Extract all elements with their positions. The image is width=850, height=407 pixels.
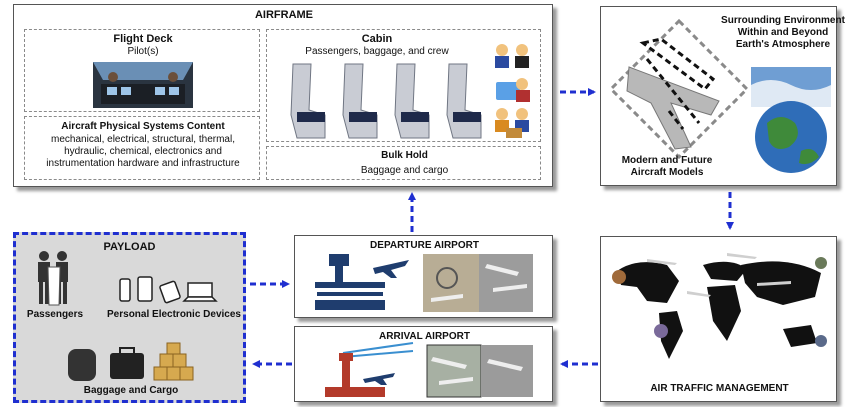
airframe-box: AIRFRAME Flight Deck Pilot(s) Aircraft P… xyxy=(13,4,553,187)
cabin-subtitle: Passengers, baggage, and crew xyxy=(305,46,449,57)
environment-line-2: Within and Beyond xyxy=(737,27,829,38)
physical-systems-panel: Aircraft Physical Systems Content mechan… xyxy=(24,116,260,180)
passengers-label: Passengers xyxy=(26,309,84,320)
departure-terminal-icon xyxy=(315,254,409,310)
cabin-seats-image xyxy=(290,63,482,139)
environment-line-1: Surrounding Environment xyxy=(721,15,845,26)
arrival-terminal-icon xyxy=(325,342,414,397)
passengers-icon xyxy=(38,251,68,306)
physical-systems-line-3: instrumentation hardware and infrastruct… xyxy=(46,158,240,169)
baggage-label: Baggage and Cargo xyxy=(83,385,179,396)
departure-airport-box: DEPARTURE AIRPORT xyxy=(294,235,553,318)
bulk-hold-title: Bulk Hold xyxy=(381,150,428,161)
departure-apron-photos xyxy=(423,254,533,312)
baggage-icons xyxy=(68,342,194,381)
airframe-title: AIRFRAME xyxy=(254,9,314,21)
aircraft-models-line-1: Modern and Future xyxy=(621,155,713,166)
bulk-hold-panel: Bulk Hold Baggage and cargo xyxy=(266,146,541,180)
flight-deck-subtitle: Pilot(s) xyxy=(127,46,159,57)
physical-systems-line-2: hydraulic, chemical, electronics and xyxy=(64,146,222,157)
payload-box: PAYLOAD Passengers Personal Electronic D… xyxy=(13,232,246,403)
world-map-image xyxy=(612,253,827,359)
departure-airport-title: DEPARTURE AIRPORT xyxy=(370,240,479,251)
devices-label: Personal Electronic Devices xyxy=(107,309,241,320)
bulk-hold-subtitle: Baggage and cargo xyxy=(360,165,449,176)
flight-deck-title: Flight Deck xyxy=(113,33,173,45)
crew-icons xyxy=(495,44,530,138)
environment-line-3: Earth's Atmosphere xyxy=(735,39,831,50)
cabin-title: Cabin xyxy=(361,33,393,45)
flight-deck-panel: Flight Deck Pilot(s) xyxy=(24,29,260,112)
physical-systems-title: Aircraft Physical Systems Content xyxy=(61,121,225,132)
arrival-airport-title: ARRIVAL AIRPORT xyxy=(379,331,470,342)
cabin-panel: Cabin Passengers, baggage, and crew xyxy=(266,29,541,142)
arrival-apron-photos xyxy=(426,344,533,398)
physical-systems-line-1: mechanical, electrical, structural, ther… xyxy=(51,134,235,145)
environment-box: Surrounding Environment Within and Beyon… xyxy=(600,6,845,186)
air-traffic-management-title: AIR TRAFFIC MANAGEMENT xyxy=(650,383,789,394)
arrival-airport-box: ARRIVAL AIRPORT xyxy=(294,326,553,402)
air-traffic-management-box: AIR TRAFFIC MANAGEMENT xyxy=(600,236,837,402)
payload-title: PAYLOAD xyxy=(103,241,156,253)
earth-image xyxy=(751,67,831,173)
aircraft-model-image xyxy=(608,18,750,160)
aircraft-models-line-2: Aircraft Models xyxy=(630,167,704,178)
electronic-devices-icons xyxy=(119,276,218,304)
cockpit-image xyxy=(93,62,193,108)
